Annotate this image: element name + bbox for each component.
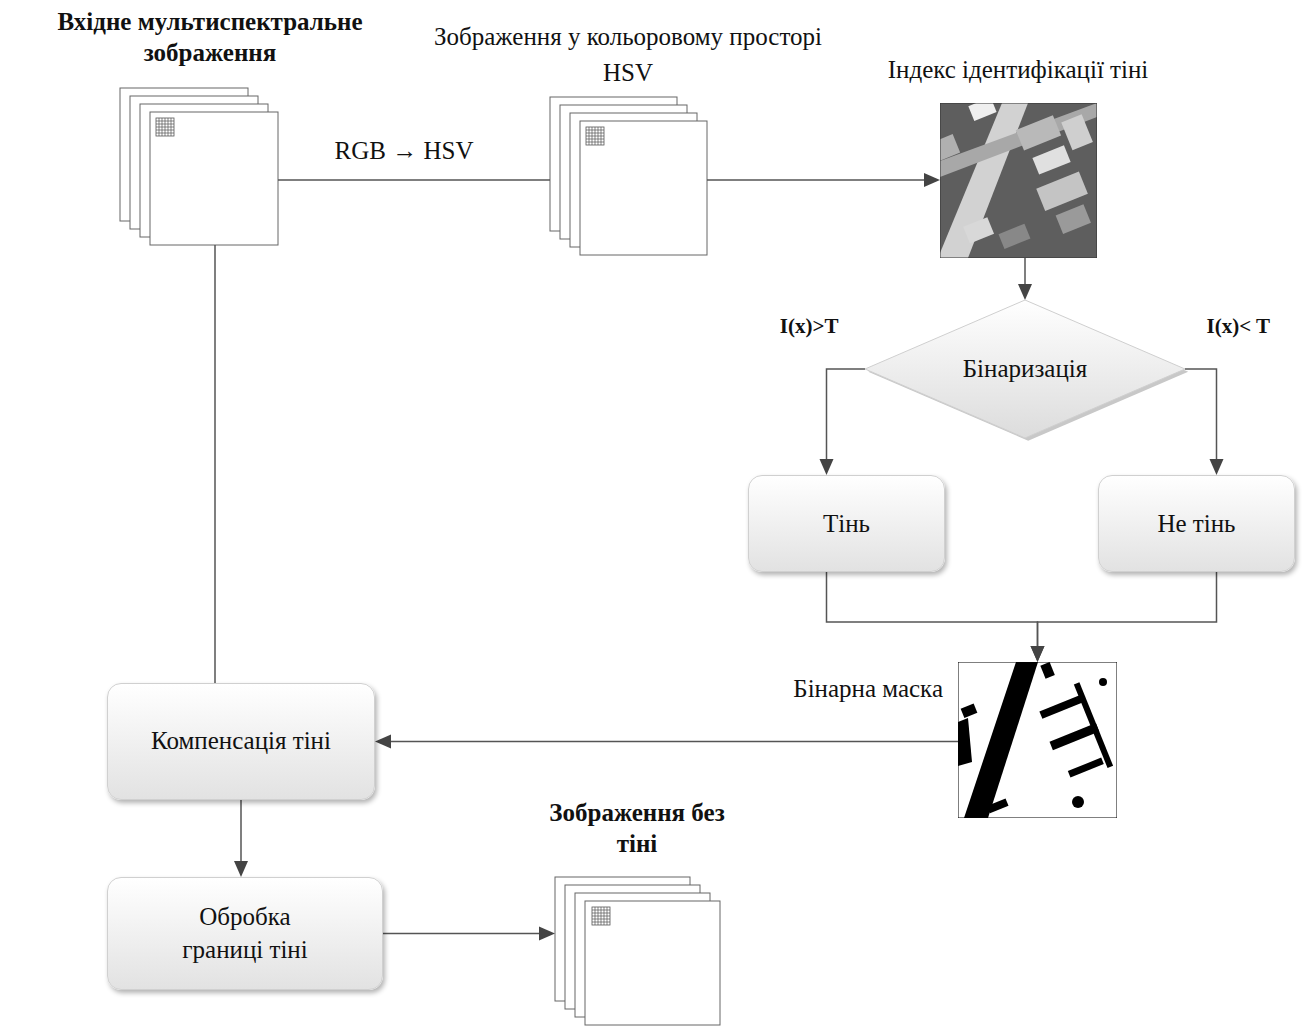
arrowhead [539,927,555,941]
connector [1031,572,1217,662]
connector [1018,258,1032,300]
process-box: Компенсація тіні [107,683,375,800]
process-box: Не тінь [1098,475,1295,572]
hsv-image-stack: Зображення у кольоровому просторі HSV [550,97,707,255]
connector [215,245,216,683]
arrowhead [375,735,391,749]
arrowhead [1031,646,1045,662]
connector-line [1185,369,1217,459]
diamond-shape [865,300,1185,438]
connector-line [240,800,242,861]
node-text: Обробка границі тіні [163,901,328,966]
edge-label: I(x)< T [1205,314,1273,339]
node-heading: Зображення без тіні [537,797,737,860]
node-text: Не тінь [1157,509,1235,539]
connector-line [214,245,216,683]
node-heading: Вхідне мультиспектральне зображення [5,6,415,69]
image-stack [120,88,278,245]
decision-diamond: Бінаризація [865,300,1185,438]
arrowhead [1210,459,1224,475]
connector-line [827,572,1038,646]
node-text: Бінаризація [963,354,1087,384]
node-text: Компенсація тіні [146,725,336,758]
connector [1185,369,1224,475]
shadow-index-image [940,103,1097,258]
arrowhead [1018,284,1032,300]
connector-line [383,933,539,935]
arrowhead [1031,646,1045,662]
edge-label: I(x)>T [778,314,841,339]
connector [820,369,866,475]
process-box: Тінь [748,475,945,572]
node-heading: Зображення у кольоровому просторі HSV [422,19,834,92]
output-image-stack: Зображення без тіні [555,877,720,1025]
connector-line [1024,258,1026,284]
node-text: Тінь [823,509,870,539]
binary-mask-node: Бінарна маска [958,662,1117,818]
image-stack [550,97,707,255]
image-stack [555,877,720,1025]
connector-line [827,369,866,459]
input-image-stack: Вхідне мультиспектральне зображення [120,88,278,245]
connector [827,572,1045,662]
connector [278,180,550,181]
connector-line [707,179,924,181]
connector-line [1038,572,1217,646]
edge-label: RGB → HSV [333,136,476,166]
node-heading: Індекс ідентифікації тіні [868,55,1168,85]
connector [383,927,555,941]
binary-mask-image [958,662,1117,818]
shadow-index-node: Індекс ідентифікації тіні [940,103,1097,258]
connector [234,800,248,877]
connector-line [278,179,550,181]
connector [375,735,958,749]
arrowhead [820,459,834,475]
node-heading: Бінарна маска [728,674,943,704]
connector [707,173,940,187]
arrowhead [924,173,940,187]
arrowhead [234,861,248,877]
connector-line [391,741,958,743]
process-box: Обробка границі тіні [107,877,383,990]
